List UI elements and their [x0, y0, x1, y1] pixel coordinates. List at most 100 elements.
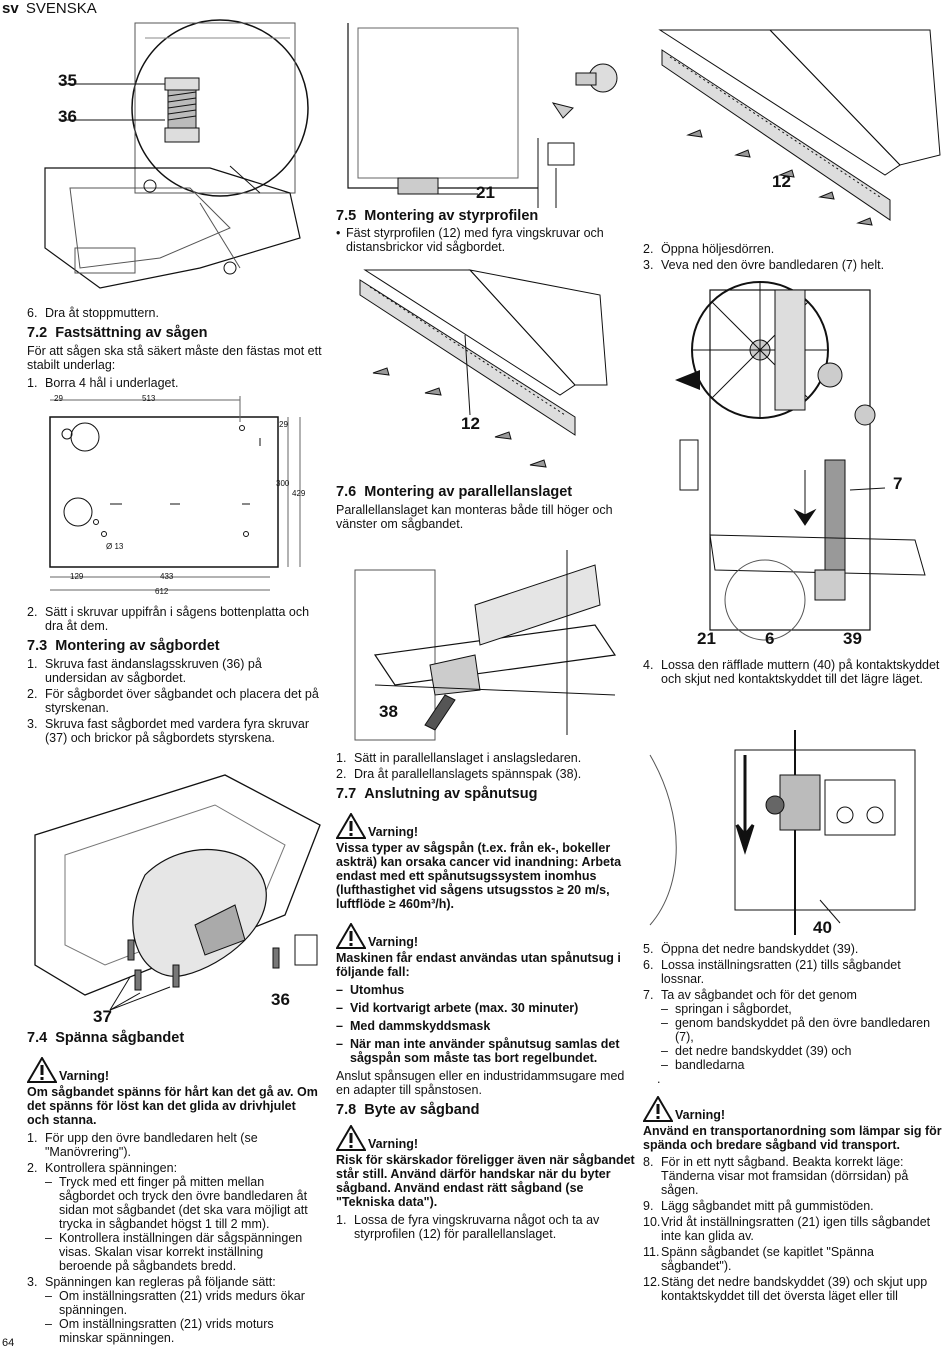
callout-36: 36	[58, 107, 77, 126]
callout-21: 21	[697, 629, 716, 648]
warning-text: Maskinen får endast användas utan spånut…	[336, 951, 621, 979]
step-text: För in ett nytt sågband. Beakta korrekt …	[661, 1155, 909, 1197]
dim-label: 429	[292, 489, 306, 498]
step-number: 3.	[27, 1275, 38, 1289]
dim-label: 29	[54, 394, 63, 403]
step-text: Borra 4 hål i underlaget.	[45, 376, 179, 390]
warning-label: Varning!	[675, 1108, 726, 1122]
section-7-4: 7.4 Spänna sågbandet Varning! Om sågband…	[27, 1030, 319, 1345]
dim-label: 29	[279, 420, 288, 429]
callout-21: 21	[476, 183, 495, 202]
language-name: SVENSKA	[25, 0, 97, 17]
callout-36: 36	[271, 990, 290, 1009]
section-title: Fastsättning av sågen	[55, 325, 208, 341]
warning-label: Varning!	[368, 935, 419, 949]
callout-35: 35	[58, 71, 77, 90]
step-number: 1.	[336, 751, 347, 765]
warning-block: Varning!	[27, 1057, 319, 1083]
list-item: Om inställningsratten (21) vrids medurs …	[59, 1289, 305, 1317]
section-title: Montering av parallellanslaget	[364, 484, 573, 500]
callout-12: 12	[461, 414, 480, 433]
section-number: 7.2	[27, 325, 48, 341]
section-number: 7.3	[27, 638, 48, 654]
step-number: 8.	[643, 1155, 654, 1169]
callout-39: 39	[843, 629, 862, 648]
dim-label: 300	[276, 479, 290, 488]
list-item: Vid kortvarigt arbete (max. 30 minuter)	[350, 1001, 579, 1015]
warning-icon	[336, 1125, 366, 1151]
section-title: Anslutning av spånutsug	[364, 786, 538, 802]
step-4: 4. Lossa den räfflade muttern (40) på kon…	[643, 658, 943, 686]
warning-icon	[336, 813, 366, 839]
right-top-steps: 2.Öppna höljesdörren. 3.Veva ned den övr…	[643, 242, 943, 272]
step-number: 3.	[643, 258, 654, 272]
list-item: bandledarna	[675, 1058, 745, 1072]
section-7-6: 7.6 Montering av parallellanslaget Paral…	[336, 484, 636, 531]
step-number: 4.	[643, 658, 654, 672]
list-item: springan i sågbordet,	[675, 1002, 792, 1016]
figure-table-underside: 37 36	[25, 765, 325, 1030]
section-intro: Parallellanslaget kan monteras både till…	[336, 503, 613, 531]
section-intro: För att sågen ska stå säkert måste den f…	[27, 344, 322, 372]
step-number: 1.	[27, 657, 38, 671]
figure-drill-template: 29 513 29 300 429 129 433 612 Ø 13	[30, 392, 315, 600]
callout-38: 38	[379, 702, 398, 721]
figure-guide-profile: 12	[345, 265, 625, 480]
step-text: Lossa inställningsratten (21) tills sågb…	[661, 958, 901, 986]
step-number: 11.	[643, 1245, 660, 1259]
list-item: Tryck med ett finger på mitten mellan så…	[59, 1175, 308, 1231]
list-item: Kontrollera inställningen där sågspännin…	[59, 1231, 303, 1273]
list-item: Om inställningsratten (21) vrids moturs …	[59, 1317, 274, 1345]
step-number: 1.	[27, 1131, 38, 1145]
figure-saw-body: 21	[338, 18, 618, 208]
dim-label: 513	[142, 394, 156, 403]
step-text: Skruva fast sågbordet med vardera fyra s…	[45, 717, 310, 745]
section-7-5: 7.5 Montering av styrprofilen •Fäst styr…	[336, 208, 636, 254]
step-number: 12.	[643, 1275, 661, 1289]
warning-block: Varning!	[336, 1125, 636, 1151]
section-title: Spänna sågbandet	[55, 1030, 185, 1046]
step-number: 6.	[643, 958, 654, 972]
step-number: 9.	[643, 1199, 654, 1213]
section-7-3: 2.Sätt i skruvar uppifrån i sågens botte…	[27, 605, 319, 745]
warning-icon	[27, 1057, 57, 1083]
warning-icon	[336, 923, 366, 949]
step-number: 2.	[336, 767, 347, 781]
warning-block: Varning!	[336, 923, 636, 949]
step-text: Veva ned den övre bandledaren (7) helt.	[661, 258, 885, 272]
step-text: Ta av sågbandet och för det genom	[661, 988, 857, 1002]
warning-icon	[643, 1096, 673, 1122]
step-number: 10.	[643, 1215, 661, 1229]
step-text: Spänningen kan regleras på följande sätt…	[45, 1275, 276, 1289]
section-7-2: 6.Dra åt stoppmuttern. 7.2 Fastsättning …	[27, 306, 322, 390]
step-text: Stäng det nedre bandskyddet (39) och skj…	[661, 1275, 928, 1303]
warning-text: Om sågbandet spänns för hårt kan det gå …	[27, 1085, 318, 1127]
step-text: För sågbordet över sågbandet och placera…	[45, 687, 319, 715]
callout-37: 37	[93, 1007, 112, 1026]
step-number: 5.	[643, 942, 654, 956]
section-7-7: 1. Sätt in parallellanslaget i anslagsled…	[336, 751, 636, 1241]
warning-block: Varning!	[643, 1096, 943, 1122]
page-number: 64	[2, 1337, 15, 1349]
section-7-8-continued: 5.Öppna det nedre bandskyddet (39). 6.Lo…	[643, 942, 943, 1303]
step-text: Spänn sågbandet (se kapitlet "Spänna såg…	[661, 1245, 874, 1273]
note-text: Anslut spånsugen eller en industridammsu…	[336, 1069, 625, 1097]
section-number: 7.7	[336, 786, 357, 802]
dim-label: Ø 13	[106, 542, 124, 551]
step-text: Sätt in parallellanslaget i anslagsledar…	[354, 751, 582, 765]
callout-6: 6	[765, 629, 775, 648]
callout-7: 7	[893, 474, 903, 493]
section-number: 7.4	[27, 1030, 48, 1046]
step-number: 1.	[27, 376, 38, 390]
step-number: 2.	[27, 687, 38, 701]
step-text: Lossa de fyra vingskruvarna något och ta…	[354, 1213, 600, 1241]
step-text: Lossa den räfflade muttern (40) på konta…	[661, 658, 940, 686]
step-text: Skruva fast ändanslagsskruven (36) på un…	[45, 657, 262, 685]
warning-label: Varning!	[59, 1069, 110, 1083]
section-number: 7.8	[336, 1102, 357, 1118]
page-header: sv SVENSKA	[2, 0, 97, 17]
figure-stop-screw: 35 36	[40, 18, 315, 290]
step-number: 6.	[27, 306, 38, 320]
dim-label: 129	[70, 572, 84, 581]
step-text: För upp den övre bandledaren helt (se "M…	[45, 1131, 258, 1159]
